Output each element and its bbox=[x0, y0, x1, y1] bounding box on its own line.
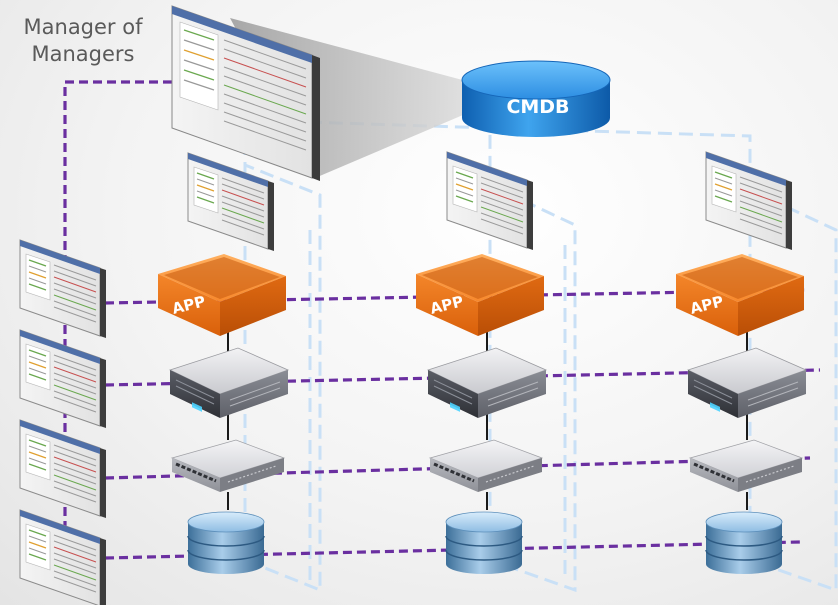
server-manager-console bbox=[19, 329, 107, 429]
database-manager-console bbox=[19, 509, 107, 605]
manager-of-managers-label: Manager of Managers bbox=[8, 14, 158, 68]
network-switch-1 bbox=[170, 438, 286, 494]
server-2 bbox=[427, 347, 547, 419]
server-3 bbox=[687, 347, 807, 419]
cmdb-database: CMDB bbox=[461, 60, 611, 137]
domain-console-3 bbox=[705, 151, 793, 251]
switch-manager-console bbox=[19, 419, 107, 519]
device-connectors bbox=[227, 332, 748, 510]
app-manager-console bbox=[19, 239, 107, 339]
domain-panel-2 bbox=[244, 118, 577, 593]
manager-of-managers-console bbox=[171, 5, 320, 181]
network-switch-2 bbox=[428, 438, 544, 494]
domain-panel-3 bbox=[489, 126, 838, 593]
domain-console-2 bbox=[446, 151, 534, 251]
domain-console-1 bbox=[187, 152, 275, 252]
app-box-3: APP bbox=[676, 254, 804, 336]
domain-panels bbox=[243, 118, 838, 593]
database-3 bbox=[705, 511, 783, 575]
app-box-1: APP bbox=[158, 254, 286, 336]
cmdb-label: CMDB bbox=[506, 96, 569, 118]
network-switch-3 bbox=[688, 438, 804, 494]
manager-of-managers-label-line2: Managers bbox=[31, 42, 135, 66]
database-2 bbox=[445, 511, 523, 575]
manager-of-managers-label-line1: Manager of bbox=[23, 15, 143, 39]
server-1 bbox=[169, 347, 289, 419]
database-1 bbox=[187, 511, 265, 575]
app-box-2: APP bbox=[416, 254, 544, 336]
